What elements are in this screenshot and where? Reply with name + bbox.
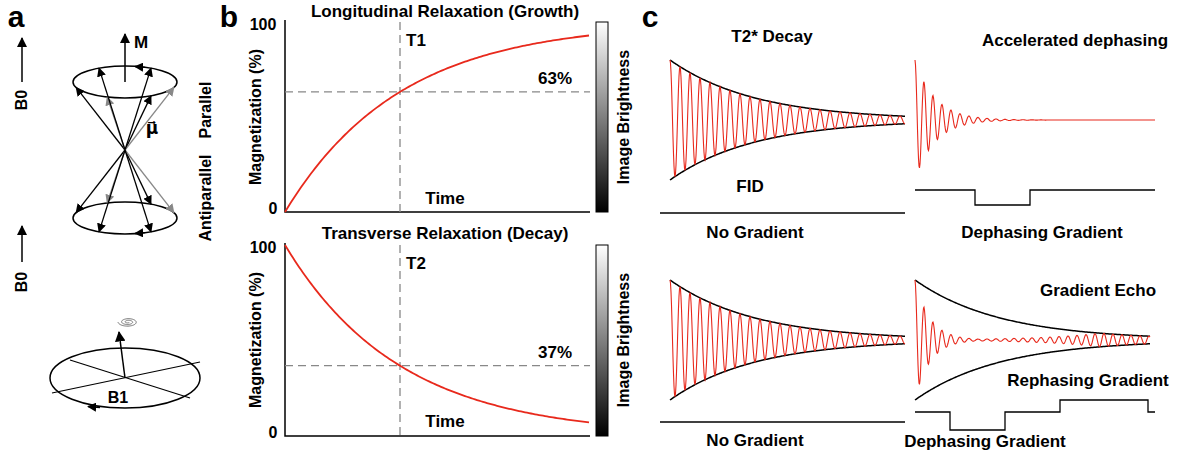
gradient-label: Dephasing Gradient [961, 224, 1123, 241]
fid-signal [670, 60, 905, 177]
time-constant: T1 [406, 32, 426, 49]
percent-label: 63% [538, 70, 572, 87]
panel-letter: c [642, 2, 659, 32]
gradient-waveform [915, 190, 1155, 205]
field-arrow [21, 38, 23, 82]
precession-cone [73, 202, 177, 234]
relaxation-curve [285, 36, 589, 212]
plane-axis [70, 360, 190, 398]
spin-vector [125, 68, 151, 150]
signal-label: FID [736, 178, 763, 195]
time-constant-line [399, 245, 400, 436]
precession-cone [73, 66, 177, 98]
spin-vector [99, 68, 125, 150]
gradient-label: Rephasing Gradient [1007, 372, 1169, 389]
field-label: B0 [14, 272, 30, 292]
percent-label: 37% [538, 344, 572, 361]
spin-vector [125, 150, 174, 213]
axis-title: Time [425, 190, 464, 207]
chart-axes [285, 243, 590, 436]
brightness-bar [596, 22, 608, 212]
signal-label: Accelerated dephasing [982, 32, 1168, 49]
panel-letter: a [8, 2, 25, 32]
axis-tick: 0 [269, 425, 278, 441]
chart-title: Longitudinal Relaxation (Growth) [311, 3, 579, 20]
relaxation-curve [285, 245, 589, 422]
vector-label: M [134, 34, 148, 51]
panel-letter: b [220, 2, 238, 32]
magnetization-arrow [124, 34, 126, 82]
field-arrow [21, 226, 23, 262]
signal-label: Gradient Echo [1040, 282, 1156, 299]
state-label: Antiparallel [198, 154, 214, 241]
axis-title: Magnetization (%) [248, 49, 264, 185]
rim-arrow [88, 407, 100, 408]
rim-arrow [135, 66, 145, 68]
decay-envelope [670, 124, 905, 180]
dephased-signal [915, 60, 1155, 168]
gradient-baseline [660, 421, 905, 422]
axis-tick: 100 [250, 17, 277, 33]
gradient-baseline [660, 212, 905, 213]
axis-title: Time [425, 413, 464, 430]
time-constant-line [399, 22, 400, 212]
spin-vector [125, 87, 174, 150]
decay-envelope [670, 344, 905, 400]
state-label: Parallel [198, 82, 214, 139]
gradient-label: No Gradient [706, 432, 803, 449]
axis-title: Magnetization (%) [248, 272, 264, 408]
nutation-spiral [118, 319, 136, 326]
spin-vector [125, 150, 151, 232]
colorbar-title: Image Brightness [616, 273, 632, 407]
vector-label: μ⃗ [146, 120, 159, 137]
reference-line [285, 365, 590, 366]
field-label: B1 [108, 390, 128, 406]
gradient-label: Dephasing Gradient [904, 433, 1066, 450]
axis-tick: 100 [250, 240, 277, 256]
chart-title: Transverse Relaxation (Decay) [322, 225, 569, 242]
tipped-vector [119, 332, 125, 378]
colorbar-title: Image Brightness [616, 50, 632, 184]
gradient-label: No Gradient [706, 224, 803, 241]
decay-envelope [670, 60, 905, 116]
rim-arrow [135, 232, 145, 234]
decay-envelope [670, 280, 905, 336]
spin-vector [99, 150, 125, 232]
gradient-waveform [915, 400, 1155, 430]
field-label: B0 [14, 90, 30, 110]
spin-vector [125, 150, 151, 204]
signal-label: T2* Decay [731, 28, 812, 45]
axis-tick: 0 [269, 201, 278, 217]
brightness-bar [596, 245, 608, 436]
spin-vector [76, 87, 125, 150]
chart-axes [285, 20, 590, 212]
fid-signal [670, 280, 905, 397]
reference-line [285, 91, 590, 92]
spin-vector [76, 150, 125, 213]
time-constant: T2 [406, 255, 426, 272]
